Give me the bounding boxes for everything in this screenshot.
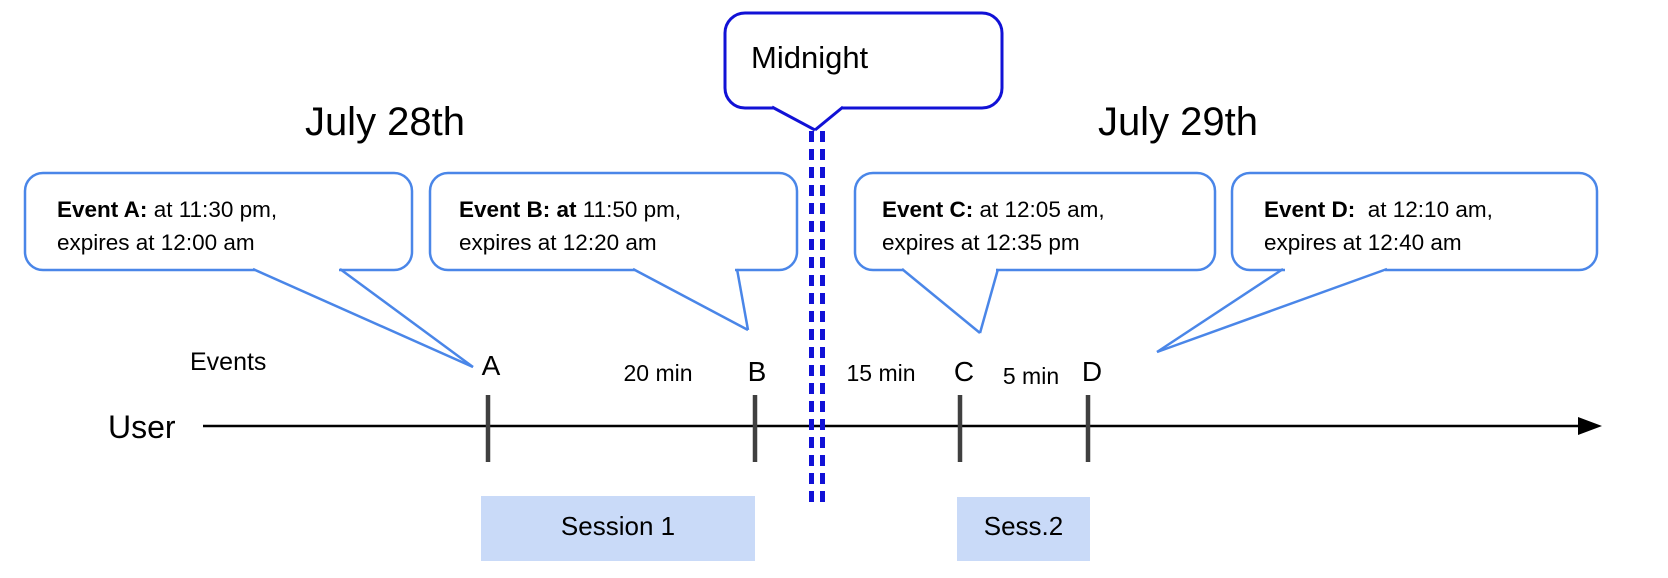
midnight-bubble-tail — [814, 105, 844, 132]
callout-d-line-2: expires at 12:40 am — [1264, 230, 1462, 255]
tick-label-d: D — [1081, 356, 1103, 387]
events-axis-label: Events — [190, 348, 267, 376]
callout-c-bold: Event C: — [882, 197, 974, 222]
callout-c-line-1: Event C: at 12:05 am, — [882, 193, 1105, 226]
tick-label-c: C — [953, 356, 975, 387]
midnight-label: Midnight — [751, 40, 869, 75]
day-title-july-28: July 28th — [304, 100, 466, 144]
gap-label-20-min: 20 min — [623, 360, 693, 386]
callout-b-tail-gap — [635, 267, 735, 273]
callout-bubble-event-c — [853, 171, 1217, 272]
callout-c-pointer — [901, 268, 981, 334]
callout-a-bold: Event A: — [57, 197, 148, 222]
callout-b-line-1: Event B: at 11:50 pm, — [459, 193, 681, 226]
callout-bubble-event-a — [23, 171, 414, 272]
callout-d-bold: Event D: — [1264, 197, 1356, 222]
callout-d-rest: at 12:10 am, — [1355, 197, 1493, 222]
callout-text-event-d: Event D: at 12:10 am, expires at 12:40 a… — [1264, 193, 1493, 259]
callout-d-pointer — [1156, 267, 1388, 354]
day-title-july-29: July 29th — [1097, 100, 1259, 144]
session-1-box — [481, 496, 755, 561]
session-1-label: Session 1 — [560, 511, 676, 541]
callout-text-event-b: Event B: at 11:50 pm, expires at 12:20 a… — [459, 193, 681, 259]
callout-text-event-a: Event A: at 11:30 pm, expires at 12:00 a… — [57, 193, 277, 259]
gap-label-15-min: 15 min — [846, 360, 916, 386]
midnight-bubble-tail-gap — [774, 104, 842, 111]
tick-label-a: A — [481, 350, 501, 381]
session-2-label: Sess.2 — [983, 511, 1064, 541]
midnight-bubble-tail — [771, 105, 816, 132]
callout-c-rest: at 12:05 am, — [973, 197, 1105, 222]
callout-a-tail-gap — [255, 267, 339, 273]
callout-b-rest: 11:50 pm, — [576, 197, 682, 222]
callout-bubble-event-d — [1230, 171, 1599, 272]
callout-text-event-c: Event C: at 12:05 am, expires at 12:35 p… — [882, 193, 1105, 259]
callout-b-bold: Event B: at — [459, 197, 577, 222]
tick-label-b: B — [747, 356, 767, 387]
midnight-bubble — [723, 11, 1004, 110]
callout-bubble-event-b — [428, 171, 799, 272]
callout-c-pointer — [978, 268, 1000, 334]
callout-c-tail-gap — [904, 267, 996, 273]
session-2-box — [957, 497, 1090, 561]
callout-d-line-1: Event D: at 12:10 am, — [1264, 193, 1493, 226]
callout-a-rest: at 11:30 pm, — [147, 197, 278, 222]
callout-b-line-2: expires at 12:20 am — [459, 230, 657, 255]
gap-label-5-min: 5 min — [1002, 363, 1060, 389]
user-axis-label: User — [108, 409, 176, 445]
callout-a-pointer — [339, 267, 474, 369]
callout-a-line-1: Event A: at 11:30 pm, — [57, 193, 277, 226]
callout-d-pointer — [1156, 267, 1284, 354]
callout-b-pointer — [632, 267, 749, 332]
callout-a-line-2: expires at 12:00 am — [57, 230, 255, 255]
callout-d-tail-gap — [1285, 267, 1385, 273]
timeline-arrowhead-icon — [1578, 417, 1602, 435]
callout-a-pointer — [252, 267, 474, 369]
callout-c-line-2: expires at 12:35 pm — [882, 230, 1080, 255]
callout-b-pointer — [735, 268, 750, 331]
